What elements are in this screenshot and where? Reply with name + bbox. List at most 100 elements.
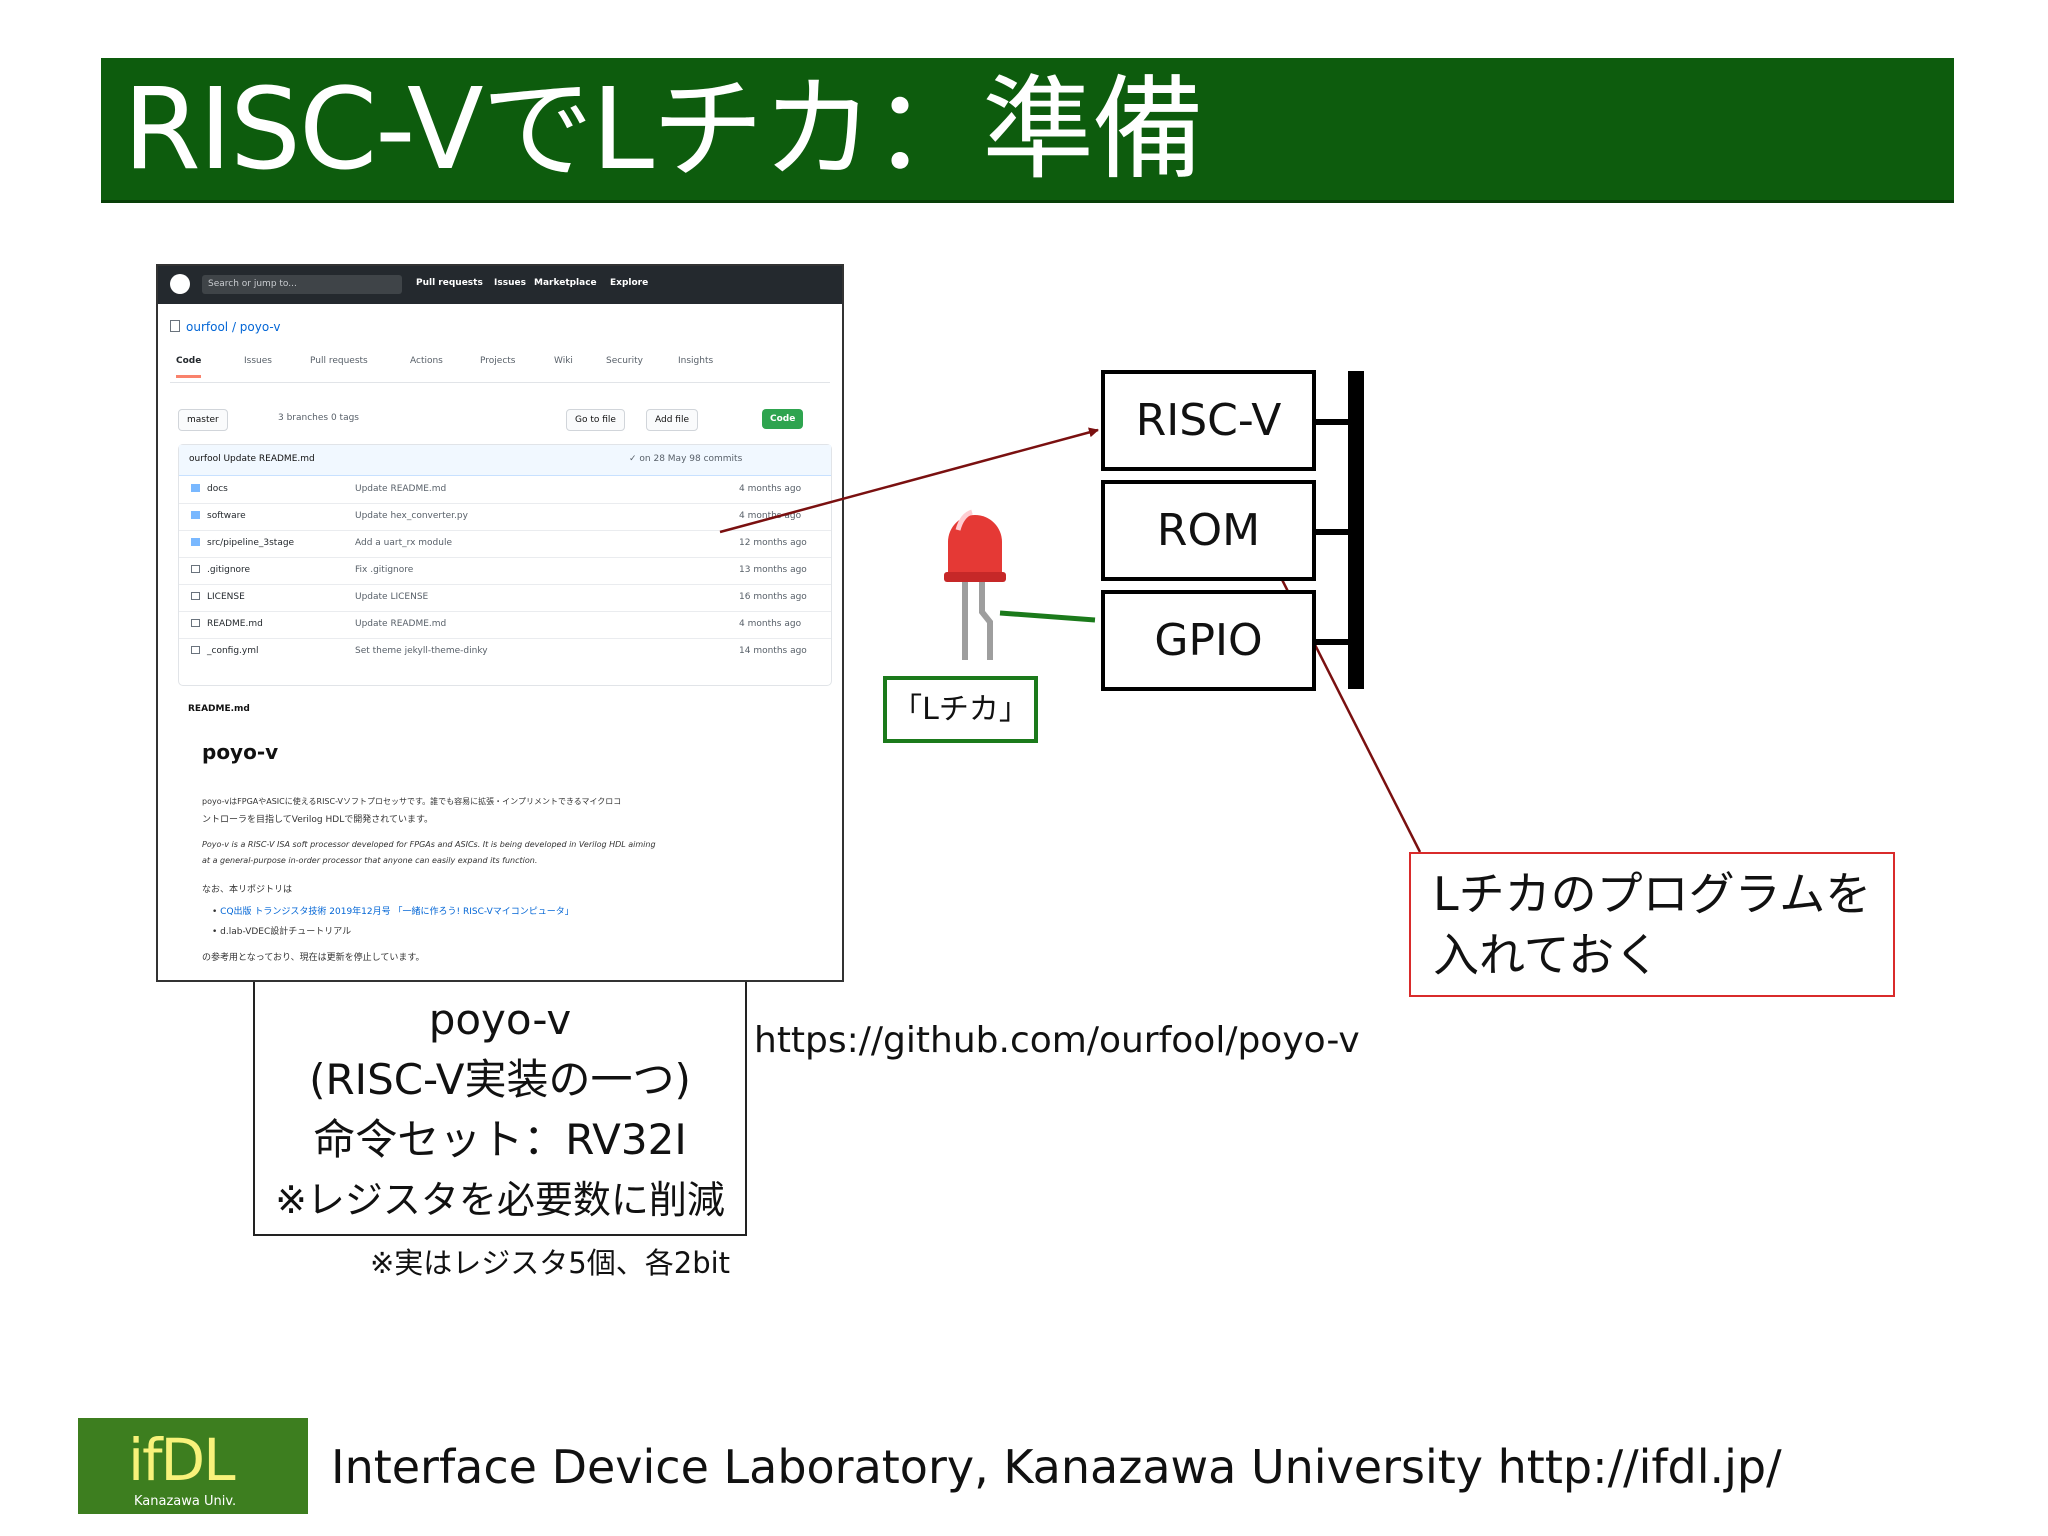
latest-commit-bar: ourfool Update README.md ✓ on 28 May 98 … [179,445,831,476]
block-gpio: GPIO [1101,590,1316,691]
file-row: LICENSE Update LICENSE 16 months ago [179,584,831,612]
readme-title: poyo-v [202,740,279,764]
branches-info: 3 branches 0 tags [278,413,359,423]
bus-connector [1312,419,1348,425]
block-rom: ROM [1101,480,1316,581]
caption-line: (RISC-V実装の一つ) [309,1055,691,1104]
tab-code: Code [176,356,202,378]
caption-box: poyo-v (RISC-V実装の一つ) 命令セット：RV32I ※レジスタを必… [253,982,747,1236]
readme-paragraph-ja: ントローラを目指してVerilog HDLで開発されています。 [202,815,434,825]
logo-subtext: Kanazawa Univ. [134,1494,237,1509]
folder-icon [191,484,200,492]
file-icon [191,565,200,573]
caption-line: poyo-v [428,995,572,1044]
file-message: Set theme jekyll-theme-dinky [355,646,488,656]
branch-selector: master [178,409,228,431]
readme-paragraph-ja: poyo-vはFPGAやASICに使えるRISC-Vソフトプロセッサです。誰でも… [202,797,622,806]
github-logo-icon [170,274,190,294]
file-name: src/pipeline_3stage [207,538,295,548]
folder-icon [191,538,200,546]
bus-connector [1312,529,1348,535]
file-row: .gitignore Fix .gitignore 13 months ago [179,557,831,585]
add-file-button: Add file [646,409,698,431]
readme-paragraph-en: Poyo-v is a RISC-V ISA soft processor de… [202,840,656,849]
file-age: 4 months ago [739,619,802,629]
github-search-input: Search or jump to... [202,275,402,294]
file-name: LICENSE [207,592,245,602]
file-age: 12 months ago [739,538,807,548]
file-message: Add a uart_rx module [355,538,452,548]
file-message: Update README.md [355,484,447,494]
file-name: README.md [207,619,263,629]
file-name: docs [207,484,228,494]
github-nav-issues: Issues [494,278,526,288]
github-nav-marketplace: Marketplace [534,278,597,288]
code-button: Code [762,409,804,429]
block-risc-v: RISC-V [1101,370,1316,471]
file-icon [191,646,200,654]
tab-wiki: Wiki [554,356,573,366]
github-repo-name: ourfool / poyo-v [170,320,281,334]
caption-line: 命令セット：RV32I [313,1115,687,1164]
file-row: _config.yml Set theme jekyll-theme-dinky… [179,638,831,665]
file-message: Update hex_converter.py [355,511,468,521]
readme-footer-text: の参考用となっており、現在は更新を停止しています。 [202,953,425,963]
tab-pull-requests: Pull requests [310,356,368,366]
github-nav-explore: Explore [610,278,649,288]
github-nav-pull-requests: Pull requests [416,278,483,288]
commit-meta: ✓ on 28 May 98 commits [629,454,743,464]
commit-author: ourfool Update README.md [189,454,315,464]
title-bar: RISC-VでLチカ：準備 [101,58,1954,203]
readme-note: なお、本リポジトリは [202,885,293,895]
readme-list-text: d.lab-VDEC設計チュートリアル [220,927,352,937]
file-row: software Update hex_converter.py 4 month… [179,503,831,531]
github-screenshot: Search or jump to... Pull requests Issue… [156,264,844,982]
tab-actions: Actions [410,356,443,366]
logo-text: ifDL [128,1426,236,1494]
readme-list-item: • CQ出版 トランジスタ技術 2019年12月号 「一緒に作ろう! RISC-… [212,907,574,917]
footer-text: Interface Device Laboratory, Kanazawa Un… [331,1440,1782,1494]
file-age: 14 months ago [739,646,807,656]
file-message: Update LICENSE [355,592,429,602]
readme-list-item: • d.lab-VDEC設計チュートリアル [212,927,352,937]
file-age: 4 months ago [739,511,802,521]
readme-link: CQ出版 トランジスタ技術 2019年12月号 「一緒に作ろう! RISC-Vマ… [220,907,574,917]
caption-line: ※レジスタを必要数に削減 [275,1178,725,1222]
tab-insights: Insights [678,356,714,366]
led-icon [944,509,1006,660]
file-row: src/pipeline_3stage Add a uart_rx module… [179,530,831,558]
bus-connector [1312,639,1348,645]
github-tabs: Code Issues Pull requests Actions Projec… [170,356,830,383]
tab-projects: Projects [480,356,516,366]
file-message: Fix .gitignore [355,565,414,575]
readme-paragraph-en: at a general-purpose in-order processor … [202,856,538,865]
file-icon [191,619,200,627]
file-name: .gitignore [207,565,251,575]
repo-name-text: ourfool / poyo-v [186,320,281,334]
ifdl-logo: ifDL Kanazawa Univ. [78,1418,308,1514]
file-list: ourfool Update README.md ✓ on 28 May 98 … [178,444,832,686]
slide-title: RISC-VでLチカ：準備 [123,65,1204,195]
file-age: 4 months ago [739,484,802,494]
file-name: _config.yml [207,646,259,656]
caption-note: ※実はレジスタ5個、各2bit [370,1246,731,1280]
go-to-file-button: Go to file [566,409,625,431]
repo-icon [170,320,180,332]
bus-bar [1348,371,1364,689]
file-message: Update README.md [355,619,447,629]
file-row: README.md Update README.md 4 months ago [179,611,831,639]
note-line: Lチカのプログラムを [1433,867,1872,921]
file-age: 16 months ago [739,592,807,602]
note-line: 入れておく [1433,928,1661,982]
github-header: Search or jump to... Pull requests Issue… [158,266,842,304]
tab-issues: Issues [244,356,272,366]
file-age: 13 months ago [739,565,807,575]
tab-security: Security [606,356,643,366]
file-icon [191,592,200,600]
file-row: docs Update README.md 4 months ago [179,476,831,504]
rom-note-box: Lチカのプログラムを 入れておく [1409,852,1895,997]
readme-label: README.md [188,704,250,714]
lchika-label: 「Lチカ」 [883,676,1038,743]
file-name: software [207,511,246,521]
folder-icon [191,511,200,519]
